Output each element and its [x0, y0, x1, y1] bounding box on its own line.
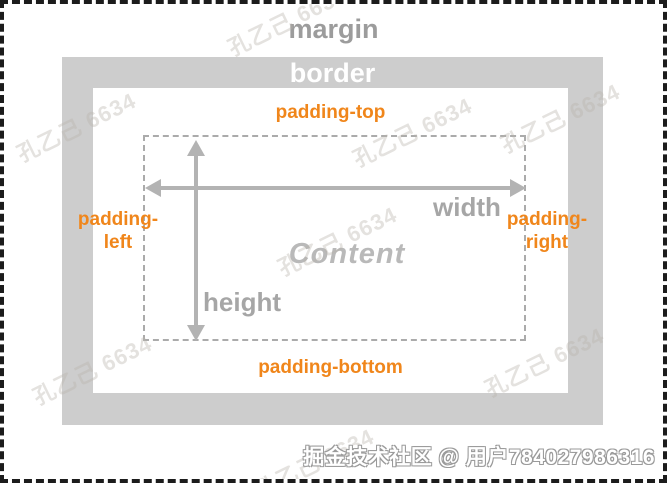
- arrowhead-left-icon: [145, 179, 161, 197]
- arrowhead-down-icon: [187, 325, 205, 341]
- padding-right-label: padding- right: [497, 208, 597, 254]
- arrowhead-right-icon: [510, 179, 526, 197]
- width-arrow-shaft: [155, 186, 516, 190]
- padding-left-line2: left: [103, 232, 133, 253]
- padding-right-line1: padding-: [506, 209, 588, 230]
- padding-top-label: padding-top: [275, 102, 386, 123]
- border-area: border padding-top width height Content …: [62, 57, 603, 425]
- width-label: width: [433, 192, 501, 222]
- content-area-dashed-outline: [143, 135, 526, 341]
- height-label: height: [203, 287, 281, 317]
- padding-left-label: padding- left: [68, 208, 168, 254]
- height-arrow-shaft: [194, 150, 198, 331]
- padding-bottom-label: padding-bottom: [258, 357, 403, 378]
- height-arrow: [186, 140, 206, 341]
- width-arrow: [145, 178, 526, 198]
- content-label: Content: [288, 238, 406, 270]
- border-label: border: [289, 58, 376, 88]
- padding-right-line2: right: [525, 232, 569, 253]
- padding-area: padding-top width height Content padding…: [78, 88, 587, 393]
- arrowhead-up-icon: [187, 140, 205, 156]
- site-user-watermark: 掘金技术社区 @ 用户784027986316: [303, 446, 655, 469]
- padding-left-line1: padding-: [77, 209, 159, 230]
- margin-label: margin: [288, 14, 379, 44]
